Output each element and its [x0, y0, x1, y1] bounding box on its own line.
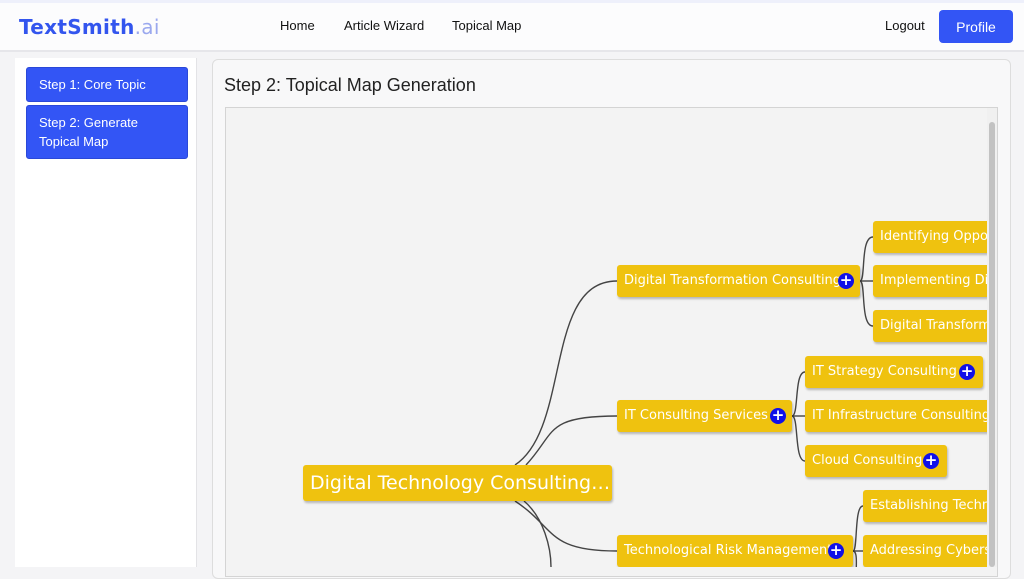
logo[interactable]: TextSmith.ai: [19, 15, 160, 39]
step-1-core-topic[interactable]: Step 1: Core Topic: [26, 67, 188, 102]
expand-plus-icon[interactable]: +: [838, 271, 854, 289]
logout-link[interactable]: Logout: [885, 18, 925, 33]
logo-suffix: .ai: [134, 15, 160, 39]
node-it-strategy-consulting[interactable]: IT Strategy Consulting+: [805, 356, 983, 388]
connector: [514, 280, 618, 466]
node-digital-transformation[interactable]: Digital Transformation: [873, 310, 987, 342]
map-scrollbar[interactable]: [987, 108, 997, 567]
root-node[interactable]: Digital Technology Consulting…: [303, 465, 612, 501]
connector: [859, 236, 874, 282]
node-label: IT Strategy Consulting: [812, 364, 957, 379]
scrollbar-thumb[interactable]: [989, 122, 995, 567]
connector: [791, 371, 806, 417]
step-2-generate-topical-map[interactable]: Step 2: Generate Topical Map: [26, 105, 188, 159]
node-addressing[interactable]: Addressing Cybersecurity: [863, 535, 987, 567]
node-cloud-consulting[interactable]: Cloud Consulting+: [805, 445, 947, 477]
logo-main: TextSmith: [19, 15, 135, 39]
node-establishing[interactable]: Establishing Technology: [863, 490, 987, 522]
expand-plus-icon[interactable]: +: [828, 541, 844, 559]
page-title: Step 2: Topical Map Generation: [224, 75, 476, 95]
node-digital-transformation-consulting[interactable]: Digital Transformation Consulting+: [617, 265, 860, 297]
connectors: [514, 236, 874, 567]
nav-home[interactable]: Home: [280, 18, 315, 33]
connector: [859, 280, 874, 327]
nav-topical-map[interactable]: Topical Map: [452, 18, 522, 33]
nav-article-wizard[interactable]: Article Wizard: [344, 18, 425, 33]
connector: [852, 550, 858, 567]
connector: [514, 500, 618, 552]
expand-plus-icon[interactable]: +: [959, 362, 975, 380]
node-identifying[interactable]: Identifying Opportunities: [873, 221, 987, 253]
sidebar: Step 1: Core Topic Step 2: Generate Topi…: [15, 58, 197, 567]
expand-plus-icon[interactable]: +: [770, 406, 786, 424]
expand-plus-icon[interactable]: +: [923, 451, 939, 469]
connector: [525, 415, 618, 466]
node-technological-risk-management[interactable]: Technological Risk Management+: [617, 535, 853, 567]
connector: [791, 415, 806, 462]
node-label: Cloud Consulting: [812, 453, 923, 468]
node-it-infrastructure-consulting[interactable]: IT Infrastructure Consulting: [805, 400, 987, 432]
node-label: Technological Risk Management: [624, 543, 833, 558]
node-label: IT Consulting Services: [624, 408, 768, 423]
connector: [852, 505, 864, 552]
connector: [523, 500, 552, 567]
node-it-consulting-services[interactable]: IT Consulting Services+: [617, 400, 792, 432]
mindmap: Digital Technology Consulting… Digital T…: [226, 108, 987, 567]
profile-button[interactable]: Profile: [939, 10, 1013, 43]
top-navbar: TextSmith.ai Home Article Wizard Topical…: [0, 0, 1024, 52]
node-label: Digital Transformation Consulting: [624, 273, 842, 288]
node-implementing[interactable]: Implementing Digital: [873, 265, 987, 297]
